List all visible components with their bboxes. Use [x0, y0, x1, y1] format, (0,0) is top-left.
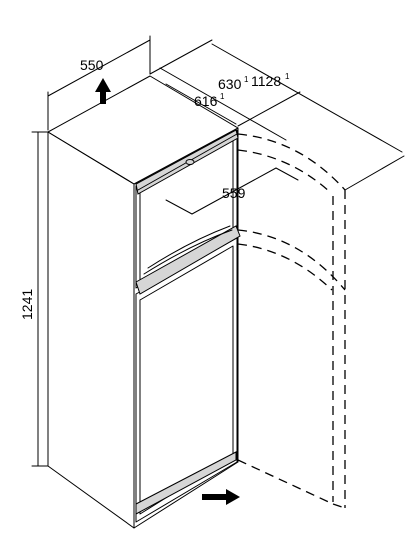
dimension-1128: 1128 1	[211, 43, 405, 191]
dimension-559: 559	[165, 167, 299, 215]
top-trim-handle	[135, 129, 239, 195]
label-1128-mark: 1	[285, 72, 290, 81]
arrow-right-icon	[202, 489, 240, 505]
dimension-1241: 1241	[19, 131, 49, 467]
fridge-side-face	[47, 131, 135, 529]
door-knob	[185, 159, 195, 165]
label-550: 550	[80, 57, 104, 73]
dimension-550: 550	[47, 35, 151, 131]
label-616: 616	[194, 93, 218, 109]
fridge-body	[47, 75, 239, 529]
bottom-trim	[135, 451, 237, 515]
label-559: 559	[222, 185, 246, 201]
open-door-outline	[237, 133, 346, 509]
label-1128: 1128	[251, 73, 281, 89]
label-630-mark: 1	[244, 75, 249, 84]
label-616-mark: 1	[220, 92, 225, 101]
dimension-616: 616 1	[165, 83, 237, 125]
arrow-up-icon	[95, 78, 111, 104]
label-630: 630	[218, 76, 242, 92]
middle-handle	[135, 225, 241, 295]
dimension-630: 630 1	[149, 39, 301, 141]
fridge-bottom-edge	[133, 461, 239, 529]
label-1241: 1241	[19, 289, 35, 320]
